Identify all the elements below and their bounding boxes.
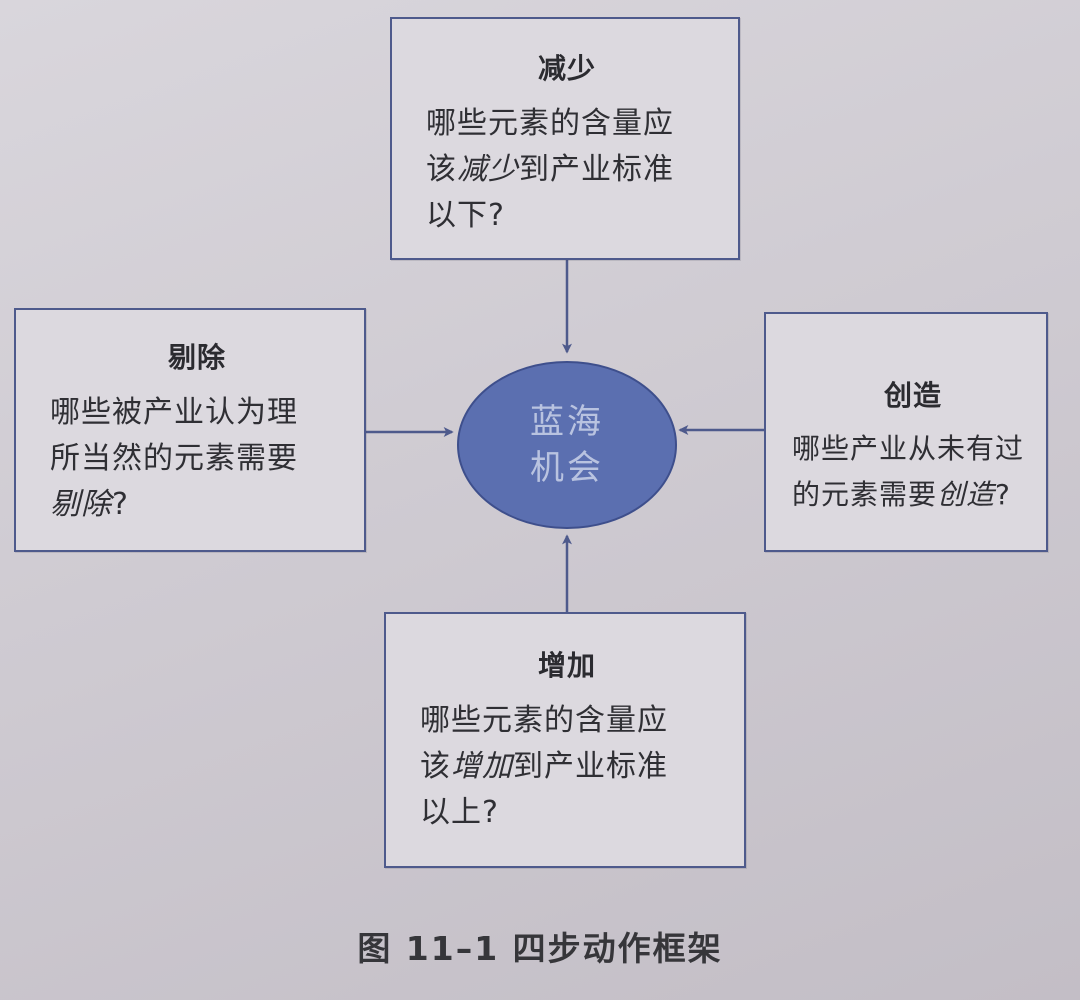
eliminate-line-1: 哪些被产业认为理 — [50, 395, 298, 430]
raise-line-3: 以上? — [420, 795, 499, 830]
create-title: 创造 — [883, 379, 942, 412]
eliminate-body: 哪些被产业认为理 所当然的元素需要 剔除? — [50, 390, 344, 528]
create-line-2-post: ? — [995, 478, 1011, 511]
eliminate-box: 剔除 哪些被产业认为理 所当然的元素需要 剔除? — [14, 308, 366, 552]
figure-caption: 图 11–1 四步动作框架 — [357, 929, 723, 968]
reduce-line-1: 哪些元素的含量应 — [426, 106, 674, 141]
reduce-line-2: 该减少到产业标准 — [426, 147, 708, 193]
reduce-body: 哪些元素的含量应 该减少到产业标准 以下? — [426, 101, 708, 239]
reduce-title: 减少 — [537, 52, 596, 85]
eliminate-line-3-post: ? — [112, 487, 129, 522]
raise-line-1: 哪些元素的含量应 — [420, 703, 668, 738]
create-box: 创造 哪些产业从未有过 的元素需要创造? — [764, 312, 1048, 552]
create-body: 哪些产业从未有过 的元素需要创造? — [792, 426, 1034, 518]
eliminate-line-3: 剔除? — [50, 482, 344, 528]
create-line-2-pre: 的元素需要 — [792, 478, 938, 511]
reduce-line-2-em: 减少 — [457, 152, 519, 187]
raise-line-2-em: 增加 — [451, 749, 513, 784]
reduce-box: 减少 哪些元素的含量应 该减少到产业标准 以下? — [390, 17, 740, 260]
reduce-line-2-pre: 该 — [426, 152, 457, 187]
create-line-2-em: 创造 — [937, 478, 996, 511]
create-line-1: 哪些产业从未有过 — [792, 432, 1025, 465]
reduce-line-3: 以下? — [426, 198, 505, 233]
raise-body: 哪些元素的含量应 该增加到产业标准 以上? — [420, 698, 714, 836]
raise-line-2-pre: 该 — [420, 749, 451, 784]
center-label-line1: 蓝海 — [530, 402, 604, 442]
reduce-line-2-post: 到产业标准 — [519, 152, 674, 187]
raise-box: 增加 哪些元素的含量应 该增加到产业标准 以上? — [384, 612, 746, 868]
create-line-2: 的元素需要创造? — [792, 472, 1034, 518]
raise-title: 增加 — [537, 649, 596, 682]
center-ellipse — [457, 361, 677, 529]
raise-line-2: 该增加到产业标准 — [420, 744, 714, 790]
eliminate-line-3-em: 剔除 — [50, 487, 112, 522]
center-label: 蓝海 机会 — [458, 362, 676, 528]
eliminate-line-2: 所当然的元素需要 — [50, 441, 298, 476]
raise-line-2-post: 到产业标准 — [513, 749, 668, 784]
eliminate-title: 剔除 — [167, 341, 226, 374]
center-label-line2: 机会 — [530, 448, 604, 488]
